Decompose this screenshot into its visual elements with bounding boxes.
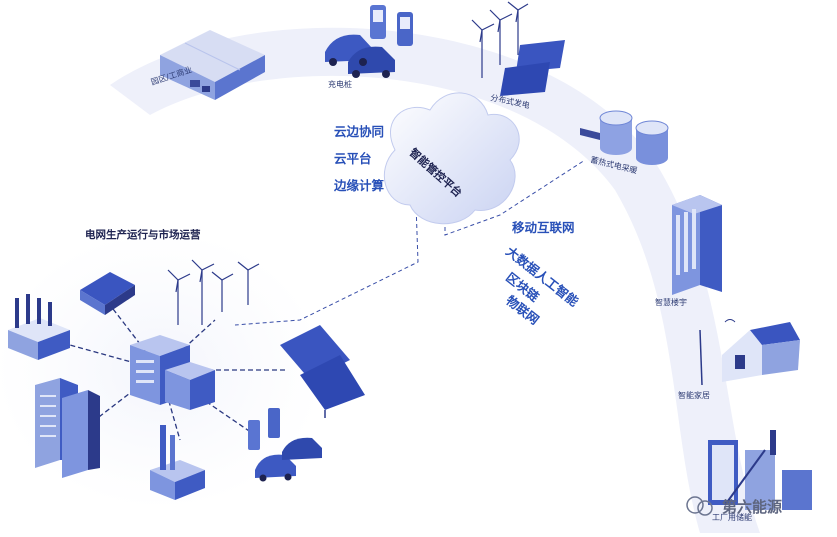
cloud-left-item-3: 边缘计算 <box>333 178 385 193</box>
smart-building <box>672 195 722 295</box>
grid-charging-cars <box>248 408 322 482</box>
home-label: 智能家居 <box>678 390 710 400</box>
hydro-plant <box>80 272 135 315</box>
distributed-wind-solar <box>471 1 529 78</box>
power-plant <box>8 294 70 360</box>
charging-station <box>325 5 413 78</box>
cloud-left-item-1: 云边协同 <box>334 124 384 139</box>
factory-label: 工厂用储能 <box>712 512 752 522</box>
office-towers <box>35 378 100 478</box>
grid-solar-panels <box>280 325 365 418</box>
arc-band <box>110 27 760 533</box>
industry-warehouse <box>160 30 265 100</box>
watermark-text: 第六能源 <box>722 498 782 516</box>
building-label: 智慧楼宇 <box>655 297 687 307</box>
cloud-platform: 智能管控平台 <box>383 92 520 225</box>
charging-label: 充电桩 <box>328 79 352 89</box>
watermark: 第六能源 <box>686 496 782 516</box>
factory-storage <box>708 430 812 510</box>
smart-home <box>699 319 800 386</box>
grid-wind-turbines <box>167 259 260 325</box>
cloud-left-items: 云边协同 云平台 边缘计算 <box>333 124 385 193</box>
grid-title: 电网生产运行与市场运营 <box>85 228 201 241</box>
cloud-right-item-1: 移动互联网 <box>512 220 575 235</box>
heat-storage-tanks <box>580 110 669 165</box>
distributed-solar-panels <box>500 40 565 96</box>
grid-factory <box>150 425 205 500</box>
server-cluster <box>130 335 215 410</box>
cloud-links <box>234 159 586 326</box>
cloud-right-items: 移动互联网 大数据人工智能 区块链 物联网 <box>503 220 582 327</box>
cloud-left-item-2: 云平台 <box>334 151 372 166</box>
